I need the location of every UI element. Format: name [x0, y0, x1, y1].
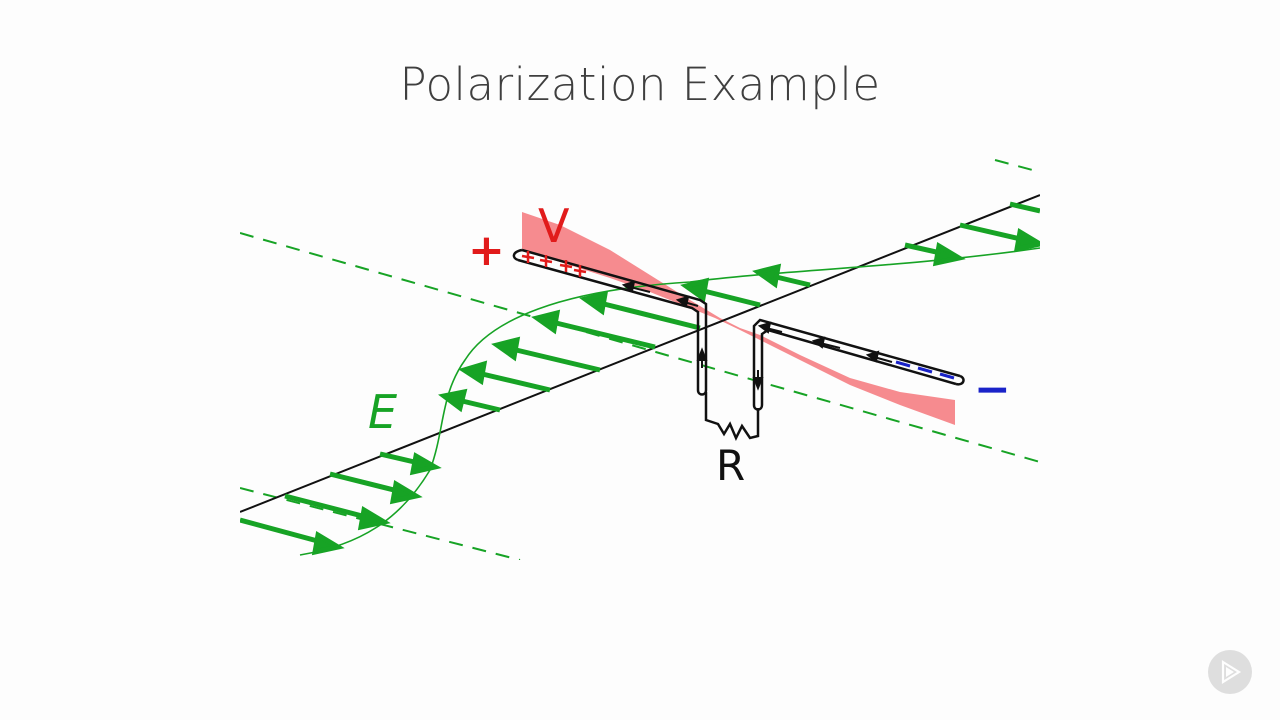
resistor-label: R: [716, 441, 745, 490]
field-arrow: [240, 517, 326, 546]
positive-charges: [521, 251, 587, 277]
play-logo-icon[interactable]: [1208, 650, 1252, 694]
field-arrow-head: [311, 530, 345, 556]
field-arrow-head: [680, 277, 710, 303]
play-triangle-icon: [1221, 660, 1242, 684]
negative-charges: [895, 360, 955, 380]
slide-title: Polarization Example: [399, 58, 881, 111]
field-arrow-head: [491, 336, 521, 362]
field-arrows: [240, 201, 1040, 556]
field-arrow: [329, 471, 403, 495]
field-arrow: [457, 397, 501, 413]
field-top-right-dashed-line: [994, 159, 1040, 173]
field-arrow-head: [357, 505, 391, 531]
field-arrow: [1009, 201, 1040, 214]
field-arrow-head: [389, 479, 423, 505]
field-label: E: [368, 385, 397, 439]
field-arrow-head: [1013, 227, 1040, 253]
resistor-wire: [704, 392, 760, 441]
field-arrow-head: [579, 290, 609, 316]
field-arrow-head: [438, 388, 468, 413]
voltage-label: V: [538, 199, 570, 253]
field-arrow-head: [531, 309, 561, 335]
field-arrow-head: [932, 241, 966, 267]
field-arrow: [477, 370, 551, 393]
field-arrow: [699, 287, 761, 308]
field-arrow: [511, 346, 601, 373]
field-arrow: [959, 222, 1026, 243]
field-arrow-head: [752, 263, 782, 289]
voltage-distribution-area: [522, 212, 955, 425]
field-upper-dashed-line: [240, 232, 1040, 463]
negative-terminal-label: −: [974, 364, 1011, 415]
field-arrow: [284, 493, 371, 521]
positive-terminal-label: +: [468, 225, 505, 276]
field-arrow: [551, 319, 656, 350]
field-arrow-head: [409, 452, 442, 476]
field-arrow-head: [458, 360, 488, 386]
dipole-right-arm: [752, 318, 965, 411]
dipole-left-arm: [512, 248, 708, 396]
current-arrows: [621, 280, 893, 391]
propagation-axis: [240, 194, 1040, 513]
field-arrow: [599, 300, 701, 331]
